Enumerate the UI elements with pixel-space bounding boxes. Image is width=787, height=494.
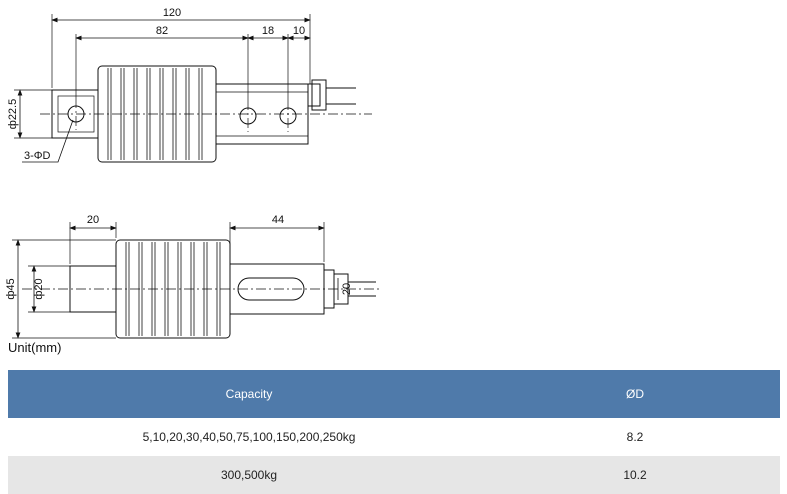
- dim-end-diameter: 20: [341, 283, 353, 295]
- technical-drawing: 120 82 18 10 ф22.5 3-ΦD: [5, 7, 382, 339]
- dim-hole-pitch: 18: [262, 25, 274, 37]
- dim-overall-length: 120: [163, 7, 181, 19]
- table-row: 300,500kg 10.2: [8, 456, 780, 494]
- table-header-row: Capacity ØD: [8, 370, 780, 418]
- unit-label: Unit(mm): [8, 340, 62, 355]
- side-view: [12, 222, 382, 339]
- table-row: 5,10,20,30,40,50,75,100,150,200,250kg 8.…: [8, 418, 780, 456]
- top-view: [14, 14, 372, 163]
- capacity-table: Capacity ØD 5,10,20,30,40,50,75,100,150,…: [8, 370, 780, 494]
- dim-outer-diameter: ф45: [5, 278, 17, 299]
- cell-capacity: 5,10,20,30,40,50,75,100,150,200,250kg: [8, 418, 490, 456]
- hole-callout: 3-ΦD: [24, 150, 51, 162]
- cell-diameter: 10.2: [490, 456, 780, 494]
- cell-diameter: 8.2: [490, 418, 780, 456]
- header-diameter: ØD: [490, 370, 780, 418]
- header-capacity: Capacity: [8, 370, 490, 418]
- cell-capacity: 300,500kg: [8, 456, 490, 494]
- dim-hole-span: 82: [156, 25, 168, 37]
- dim-slot-length: 44: [272, 214, 284, 226]
- dim-top-height: ф22.5: [7, 99, 19, 129]
- dim-shaft-length: 20: [87, 214, 99, 226]
- dim-shaft-diameter: ф20: [33, 278, 45, 299]
- dim-end-distance: 10: [293, 25, 305, 37]
